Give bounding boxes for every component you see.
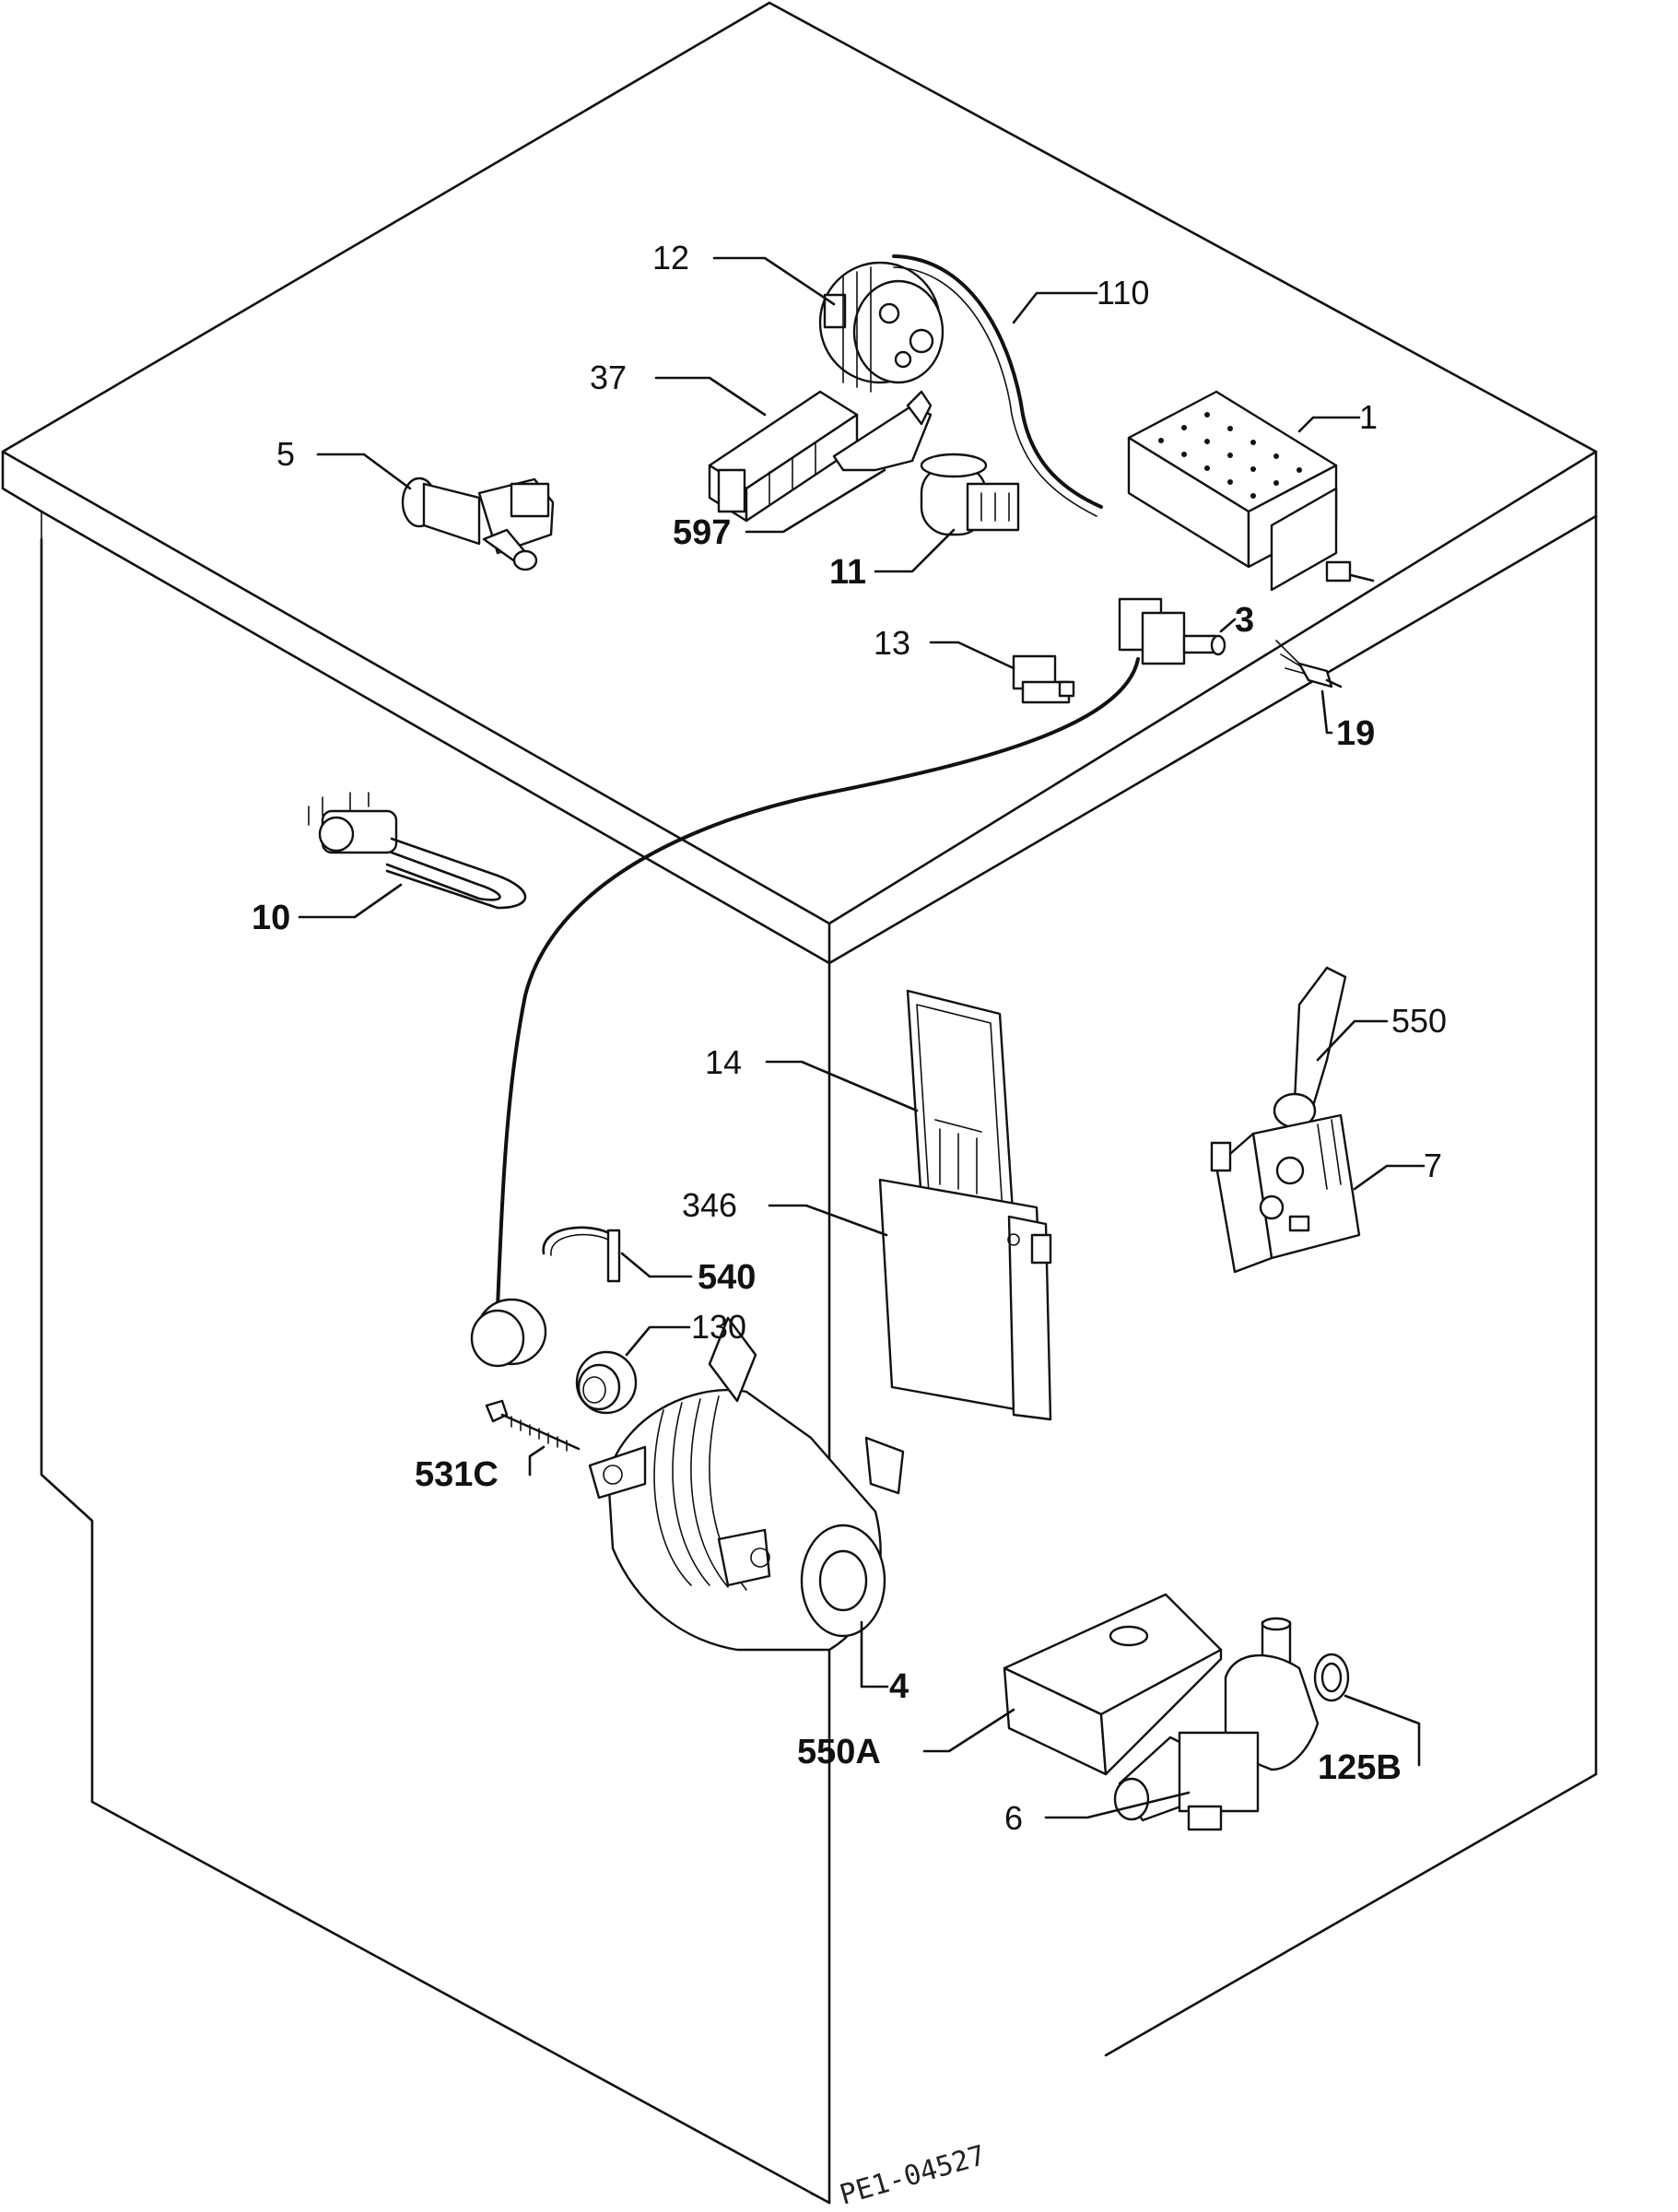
- lid-lock-part-7: [1210, 1113, 1361, 1274]
- sensor-part-19: [1275, 640, 1343, 688]
- heating-element-part-10: [308, 792, 527, 910]
- label-10: 10: [252, 899, 290, 937]
- hose-part-110: [892, 254, 1103, 509]
- leader-lines: [298, 256, 1426, 1819]
- lid-lever-part-550: [1273, 966, 1347, 1129]
- drawer-housing-part-346: [878, 1178, 1052, 1421]
- connector-part-13: [1012, 654, 1075, 704]
- timer-grid: [1158, 412, 1302, 499]
- label-550: 550: [1391, 1002, 1447, 1040]
- inlet-valve-part-5: [401, 477, 555, 571]
- label-540: 540: [698, 1258, 756, 1297]
- drawing-code: PE1-04527: [837, 2139, 990, 2211]
- label-11: 11: [829, 553, 866, 592]
- label-130: 130: [691, 1308, 746, 1346]
- motor-part-4: [588, 1316, 905, 1652]
- label-3: 3: [1235, 601, 1254, 640]
- label-125b: 125B: [1318, 1748, 1402, 1787]
- cabinet-outline: [1, 1, 1598, 2205]
- seal-part-125b: [1313, 1653, 1350, 1702]
- label-597: 597: [673, 513, 731, 552]
- terminal-block-part-37: [708, 390, 859, 523]
- label-1: 1: [1359, 398, 1378, 436]
- capacitor-part-11: [920, 453, 1020, 536]
- label-346: 346: [682, 1186, 737, 1224]
- label-37: 37: [590, 359, 627, 396]
- grommet: [470, 1298, 547, 1368]
- label-19: 19: [1336, 714, 1375, 753]
- label-550a: 550A: [797, 1733, 881, 1771]
- screw-part-531c: [485, 1399, 581, 1452]
- label-14: 14: [705, 1043, 742, 1081]
- bracket-part-597: [832, 390, 933, 472]
- seal-ring-part-130: [575, 1350, 638, 1415]
- pad-part-550a: [1003, 1593, 1223, 1776]
- timer-part-1: [1127, 390, 1375, 592]
- part-labels: 12 110 37 5 597 11 1 13 3 19 10 14 346 5…: [252, 239, 1447, 1837]
- label-6: 6: [1004, 1799, 1023, 1837]
- drain-pump-part-6: [1113, 1617, 1320, 1831]
- wiring-harness: [496, 657, 1140, 1311]
- label-4: 4: [889, 1667, 909, 1706]
- label-110: 110: [1097, 274, 1149, 312]
- clip-part-540: [542, 1226, 619, 1283]
- label-12: 12: [652, 239, 689, 276]
- label-5: 5: [276, 435, 295, 473]
- door-switch-part-3: [1118, 597, 1226, 665]
- label-7: 7: [1424, 1147, 1442, 1184]
- label-13: 13: [874, 624, 910, 662]
- label-531c: 531C: [415, 1455, 499, 1494]
- pressure-switch-part-12: [818, 261, 945, 393]
